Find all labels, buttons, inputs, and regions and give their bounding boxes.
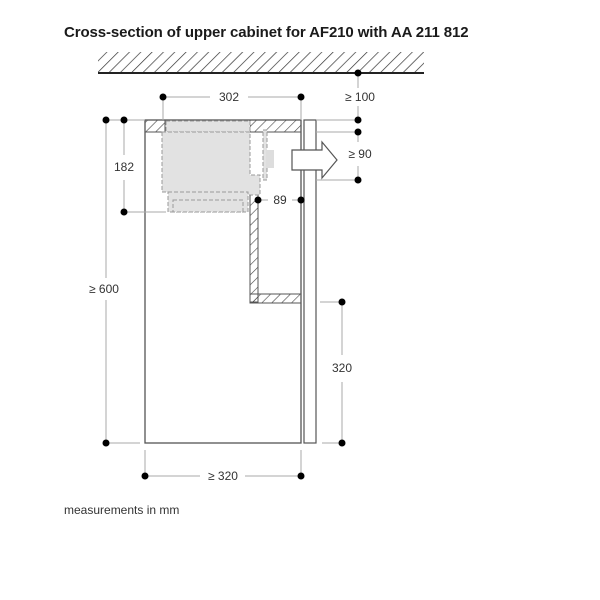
label-cabinet-width: ≥ 320	[208, 469, 238, 483]
cabinet-body	[144, 119, 317, 444]
label-ceiling-clearance: ≥ 100	[345, 90, 375, 104]
label-cabinet-height: ≥ 600	[89, 282, 119, 296]
label-side-gap: 89	[273, 193, 287, 207]
airflow-arrow-icon	[291, 140, 338, 180]
appliance-unit	[161, 120, 274, 213]
diagram-title: Cross-section of upper cabinet for AF210…	[64, 24, 469, 41]
ceiling	[98, 52, 424, 74]
dimension-lines	[105, 73, 359, 477]
label-lower-height: 320	[332, 361, 352, 375]
label-top-width: 302	[219, 90, 239, 104]
dimension-dots	[102, 69, 362, 480]
label-outlet-height: ≥ 90	[348, 147, 372, 161]
label-unit-depth: 182	[114, 160, 134, 174]
measurement-unit-note: measurements in mm	[64, 503, 180, 517]
